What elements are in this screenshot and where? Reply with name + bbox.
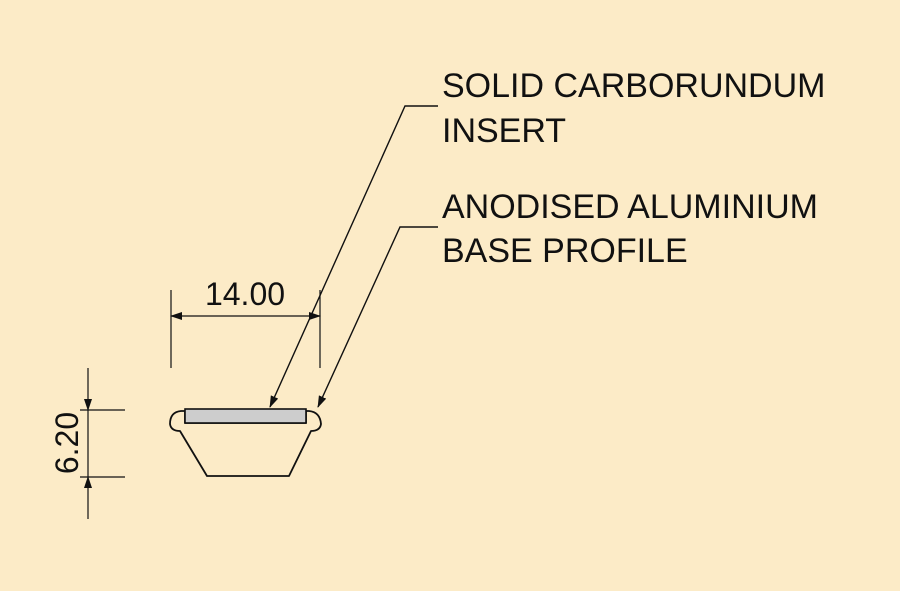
aluminium-base-profile — [169, 410, 322, 477]
callout-insert-line1: SOLID CARBORUNDUM — [442, 67, 825, 105]
leader-base — [317, 226, 438, 408]
callout-insert-line2: INSERT — [442, 112, 566, 150]
callout-base-line2: BASE PROFILE — [442, 232, 688, 270]
carborundum-insert — [184, 408, 307, 424]
height-dimension-value: 6.20 — [49, 412, 85, 474]
width-dimension-value: 14.00 — [205, 276, 285, 312]
callout-base-line1: ANODISED ALUMINIUM — [442, 188, 818, 226]
leader-insert — [269, 105, 438, 408]
